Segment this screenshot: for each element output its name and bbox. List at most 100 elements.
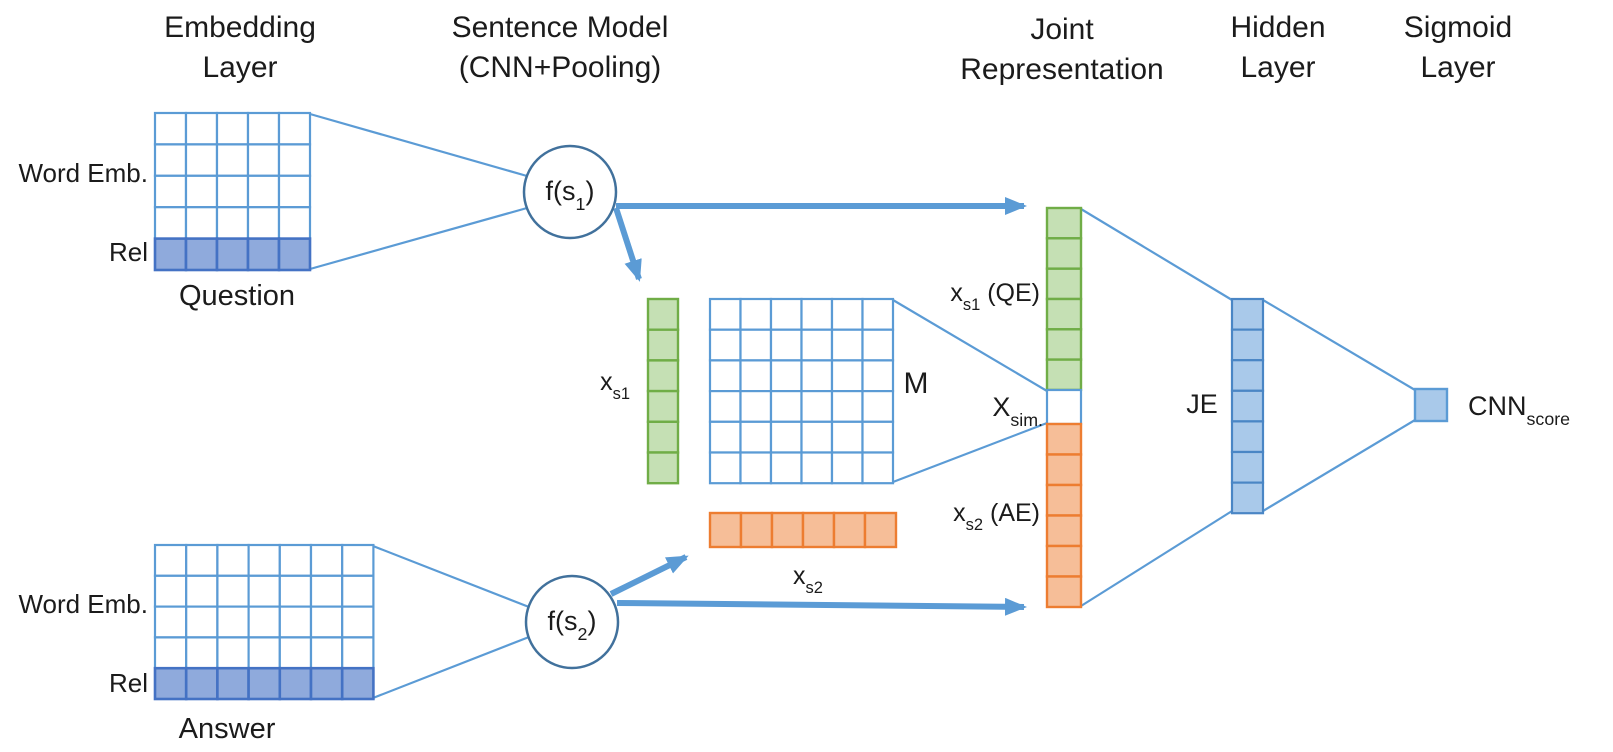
xs1-vector-cell (646, 328, 680, 362)
m-matrix-cell (861, 390, 895, 423)
answer-grid-cell (185, 636, 219, 670)
flow-arrows (609, 197, 1027, 616)
question-word-emb-label: Word Emb. (18, 158, 148, 188)
question-grid-cell (277, 111, 312, 146)
f1-node (522, 144, 618, 240)
xs2-vector-cell (832, 511, 867, 549)
answer-grid-cell (153, 574, 188, 608)
hidden-to-output-top (1262, 299, 1416, 391)
answer-grid-cell (216, 605, 250, 639)
header-hidden-layer: Hidden Layer (1230, 11, 1326, 84)
question-funnel-top (309, 112, 528, 178)
header-sentence-model: Sentence Model (CNN+Pooling) (451, 11, 669, 84)
xs2-vector-cell (708, 511, 743, 549)
f2-to-xs2-arrow (609, 554, 689, 597)
joint-qe-label: xs1 (QE) (950, 279, 1040, 314)
m-matrix-cell (769, 451, 803, 485)
hidden-vector-cell (1230, 450, 1265, 484)
m-matrix-cell (769, 390, 803, 423)
m-matrix-cell (830, 328, 864, 362)
answer-grid-cell (153, 605, 188, 639)
m-matrix-cell (708, 420, 742, 454)
question-grid-cell (184, 111, 219, 146)
m-matrix-cell (739, 328, 773, 362)
answer-grid-cell (247, 636, 281, 670)
cnn-score-label: CNNscore (1468, 391, 1571, 429)
m-funnel-bottom (892, 421, 1048, 484)
answer-grid-cell (247, 605, 281, 639)
m-matrix-cell (708, 451, 742, 485)
question-rel-label: Rel (108, 237, 148, 267)
hidden-vector-cell (1230, 481, 1265, 515)
m-matrix-cell (861, 420, 895, 454)
m-funnel-top (892, 299, 1048, 392)
f1-to-xs1-arrow (613, 207, 642, 282)
answer-grid-cell (216, 574, 250, 608)
answer-grid-cell (309, 605, 344, 639)
answer-grid-cell (184, 666, 219, 701)
answer-grid-cell (309, 543, 344, 577)
answer-funnel-top (372, 544, 530, 609)
m-matrix-cell (739, 451, 773, 485)
m-matrix (708, 297, 895, 485)
joint-qe-cells-cell (1045, 237, 1083, 270)
xs1-vector-cell (646, 389, 680, 424)
answer-grid-cell (185, 574, 219, 608)
question-grid (153, 111, 312, 272)
answer-grid-cell (278, 605, 313, 639)
question-grid-cell (277, 174, 312, 209)
score-cell-cell (1413, 387, 1449, 423)
question-grid-cell (215, 206, 250, 240)
answer-grid-cell (278, 666, 313, 701)
m-matrix-cell (861, 297, 895, 331)
question-grid-cell (277, 237, 312, 272)
xs2-vector-cell (801, 511, 836, 549)
question-grid-cell (277, 143, 312, 177)
m-matrix-cell (830, 297, 864, 331)
xs2-vector-cell (770, 511, 805, 549)
answer-rel-label: Rel (108, 668, 148, 698)
m-matrix-cell (830, 359, 864, 393)
hidden-to-output-bottom (1262, 419, 1416, 512)
question-grid-cell (215, 174, 250, 209)
question-grid-cell (184, 237, 219, 272)
m-matrix-cell (830, 390, 864, 423)
joint-qe-cells-cell (1045, 267, 1083, 301)
joint-to-hidden-bottom (1080, 510, 1233, 607)
xs1-vector-cell (646, 359, 680, 393)
cell-grids (153, 111, 1449, 701)
m-matrix-cell (830, 451, 864, 485)
question-grid-cell (277, 206, 312, 240)
xs2-vector-label: xs2 (793, 562, 823, 597)
joint-sim-cell-cell (1045, 388, 1083, 426)
joint-ae-cells-cell (1045, 483, 1083, 517)
joint-qe-cells-cell (1045, 206, 1083, 240)
answer-grid-cell (216, 543, 250, 577)
answer-grid-cell (341, 605, 375, 639)
header-joint-representation: Joint Representation (960, 13, 1164, 86)
answer-grid-cell (247, 543, 281, 577)
score-cell (1413, 387, 1449, 423)
question-grid-cell (246, 143, 281, 177)
xs1-vector-cell (646, 451, 680, 485)
answer-grid-cell (247, 666, 282, 701)
question-grid-cell (246, 237, 281, 272)
m-matrix-cell (769, 328, 803, 362)
m-matrix-cell (830, 420, 864, 454)
answer-grid-cell (247, 574, 281, 608)
joint-ae-cells-cell (1045, 422, 1083, 456)
m-matrix-cell (739, 359, 773, 393)
question-grid-cell (153, 237, 188, 272)
m-matrix-cell (861, 328, 895, 362)
answer-grid-cell (341, 636, 375, 670)
question-grid-cell (246, 111, 281, 146)
question-grid-cell (153, 206, 188, 240)
f2-node (524, 574, 620, 670)
answer-caption: Answer (178, 713, 276, 745)
joint-qe-cells (1045, 206, 1083, 392)
m-matrix-cell (739, 390, 773, 423)
funnel-lines (309, 112, 1416, 700)
answer-grid-cell (341, 543, 375, 577)
